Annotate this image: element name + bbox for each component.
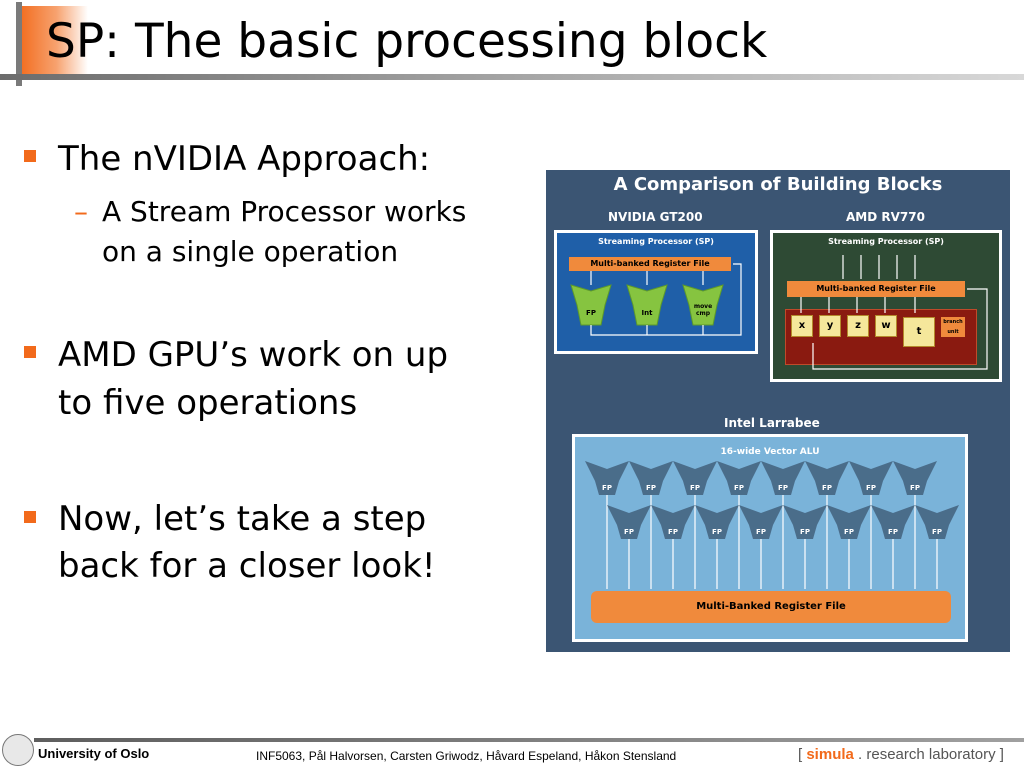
intel-fp-label: FP — [602, 484, 612, 492]
bullet-2-line-1: AMD GPU’s work on up — [58, 335, 449, 375]
sub-bullet-1-line-2: on a single operation — [102, 235, 399, 268]
intel-fp-unit: FP — [915, 505, 959, 539]
intel-heading: Intel Larrabee — [724, 416, 820, 430]
intel-fp-unit: FP — [695, 505, 739, 539]
amd-cell-w: w — [875, 315, 897, 337]
bullet-3-line-1: Now, let’s take a step — [58, 499, 427, 539]
intel-fp-unit: FP — [827, 505, 871, 539]
bullet-3-line-2: back for a closer look! — [58, 546, 436, 586]
nvidia-unit-int: Int — [641, 309, 653, 317]
bullet-1: The nVIDIA Approach: — [58, 139, 431, 179]
footer-lab-logo: [ simula . research laboratory ] — [798, 746, 1004, 763]
intel-fp-label: FP — [910, 484, 920, 492]
intel-fp-unit: FP — [717, 461, 761, 495]
bullet-2-line-2: to five operations — [58, 383, 358, 423]
amd-sp-panel: Streaming Processor (SP) Multi-banked Re… — [770, 230, 1002, 382]
lab-bracket-open: [ — [798, 746, 807, 763]
intel-vector-units: FP FP FP FP FP FP FP FP FP FP FP FP FP FP FP FP — [585, 461, 959, 589]
slide-title: SP: The basic processing block — [46, 14, 768, 69]
footer-authors: INF5063, Pål Halvorsen, Carsten Griwodz,… — [256, 749, 677, 763]
intel-fp-unit: FP — [651, 505, 695, 539]
nvidia-datapath — [570, 263, 742, 336]
amd-datapath — [800, 255, 988, 370]
nvidia-sp-label: Streaming Processor (SP) — [598, 237, 714, 246]
sub-bullet-1-line-1: A Stream Processor works — [102, 195, 467, 228]
lab-name: simula — [806, 746, 854, 763]
intel-fp-unit: FP — [585, 461, 629, 495]
intel-fp-unit: FP — [783, 505, 827, 539]
title-accent-block — [18, 6, 88, 78]
intel-fp-label: FP — [690, 484, 700, 492]
amd-cell-t: t — [903, 317, 935, 347]
intel-fp-unit: FP — [607, 505, 651, 539]
nvidia-heading: NVIDIA GT200 — [608, 210, 703, 224]
title-underline — [0, 74, 1024, 80]
intel-fp-label: FP — [712, 528, 722, 536]
intel-alu-label: 16-wide Vector ALU — [720, 447, 820, 457]
intel-fp-label: FP — [668, 528, 678, 536]
nvidia-unit-fp: FP — [586, 309, 596, 317]
intel-fp-unit: FP — [893, 461, 937, 495]
bullet-marker — [24, 150, 36, 162]
intel-fp-label: FP — [624, 528, 634, 536]
sub-bullet-marker: – — [74, 195, 88, 228]
bullet-list: The nVIDIA Approach: – A Stream Processo… — [0, 0, 540, 700]
amd-cell-y: y — [819, 315, 841, 337]
intel-fp-unit: FP — [629, 461, 673, 495]
nvidia-register-file: Multi-banked Register File — [569, 257, 731, 271]
intel-fp-label: FP — [756, 528, 766, 536]
bullet-marker — [24, 346, 36, 358]
intel-fp-unit: FP — [739, 505, 783, 539]
intel-fp-label: FP — [778, 484, 788, 492]
title-vertical-bar — [16, 2, 22, 86]
intel-fp-unit: FP — [849, 461, 893, 495]
nvidia-sp-panel: Streaming Processor (SP) Multi-banked Re… — [554, 230, 758, 354]
building-blocks-figure: A Comparison of Building Blocks NVIDIA G… — [546, 170, 1010, 652]
footer-rule — [34, 738, 1024, 742]
intel-register-file: Multi-Banked Register File — [591, 591, 951, 623]
intel-fp-label: FP — [646, 484, 656, 492]
amd-register-file: Multi-banked Register File — [787, 281, 965, 297]
intel-fp-label: FP — [800, 528, 810, 536]
intel-fp-unit: FP — [805, 461, 849, 495]
figure-title: A Comparison of Building Blocks — [613, 174, 943, 195]
nvidia-unit-move-cmp: move cmp — [693, 303, 713, 317]
intel-fp-unit: FP — [871, 505, 915, 539]
university-seal-icon — [2, 734, 34, 766]
amd-cell-z: z — [847, 315, 869, 337]
lab-rest: . research laboratory ] — [853, 746, 1004, 763]
intel-fp-unit: FP — [673, 461, 717, 495]
amd-sp-label: Streaming Processor (SP) — [828, 237, 944, 246]
amd-branch-unit: branch unit — [941, 317, 965, 337]
intel-fp-label: FP — [888, 528, 898, 536]
intel-fp-label: FP — [932, 528, 942, 536]
intel-fp-label: FP — [822, 484, 832, 492]
footer-university: University of Oslo — [38, 746, 150, 761]
bullet-marker — [24, 511, 36, 523]
amd-cell-x: x — [791, 315, 813, 337]
intel-fp-unit: FP — [761, 461, 805, 495]
intel-fp-label: FP — [844, 528, 854, 536]
intel-fp-label: FP — [866, 484, 876, 492]
intel-fp-label: FP — [734, 484, 744, 492]
title-bar: SP: The basic processing block — [0, 0, 1024, 90]
amd-heading: AMD RV770 — [846, 210, 925, 224]
